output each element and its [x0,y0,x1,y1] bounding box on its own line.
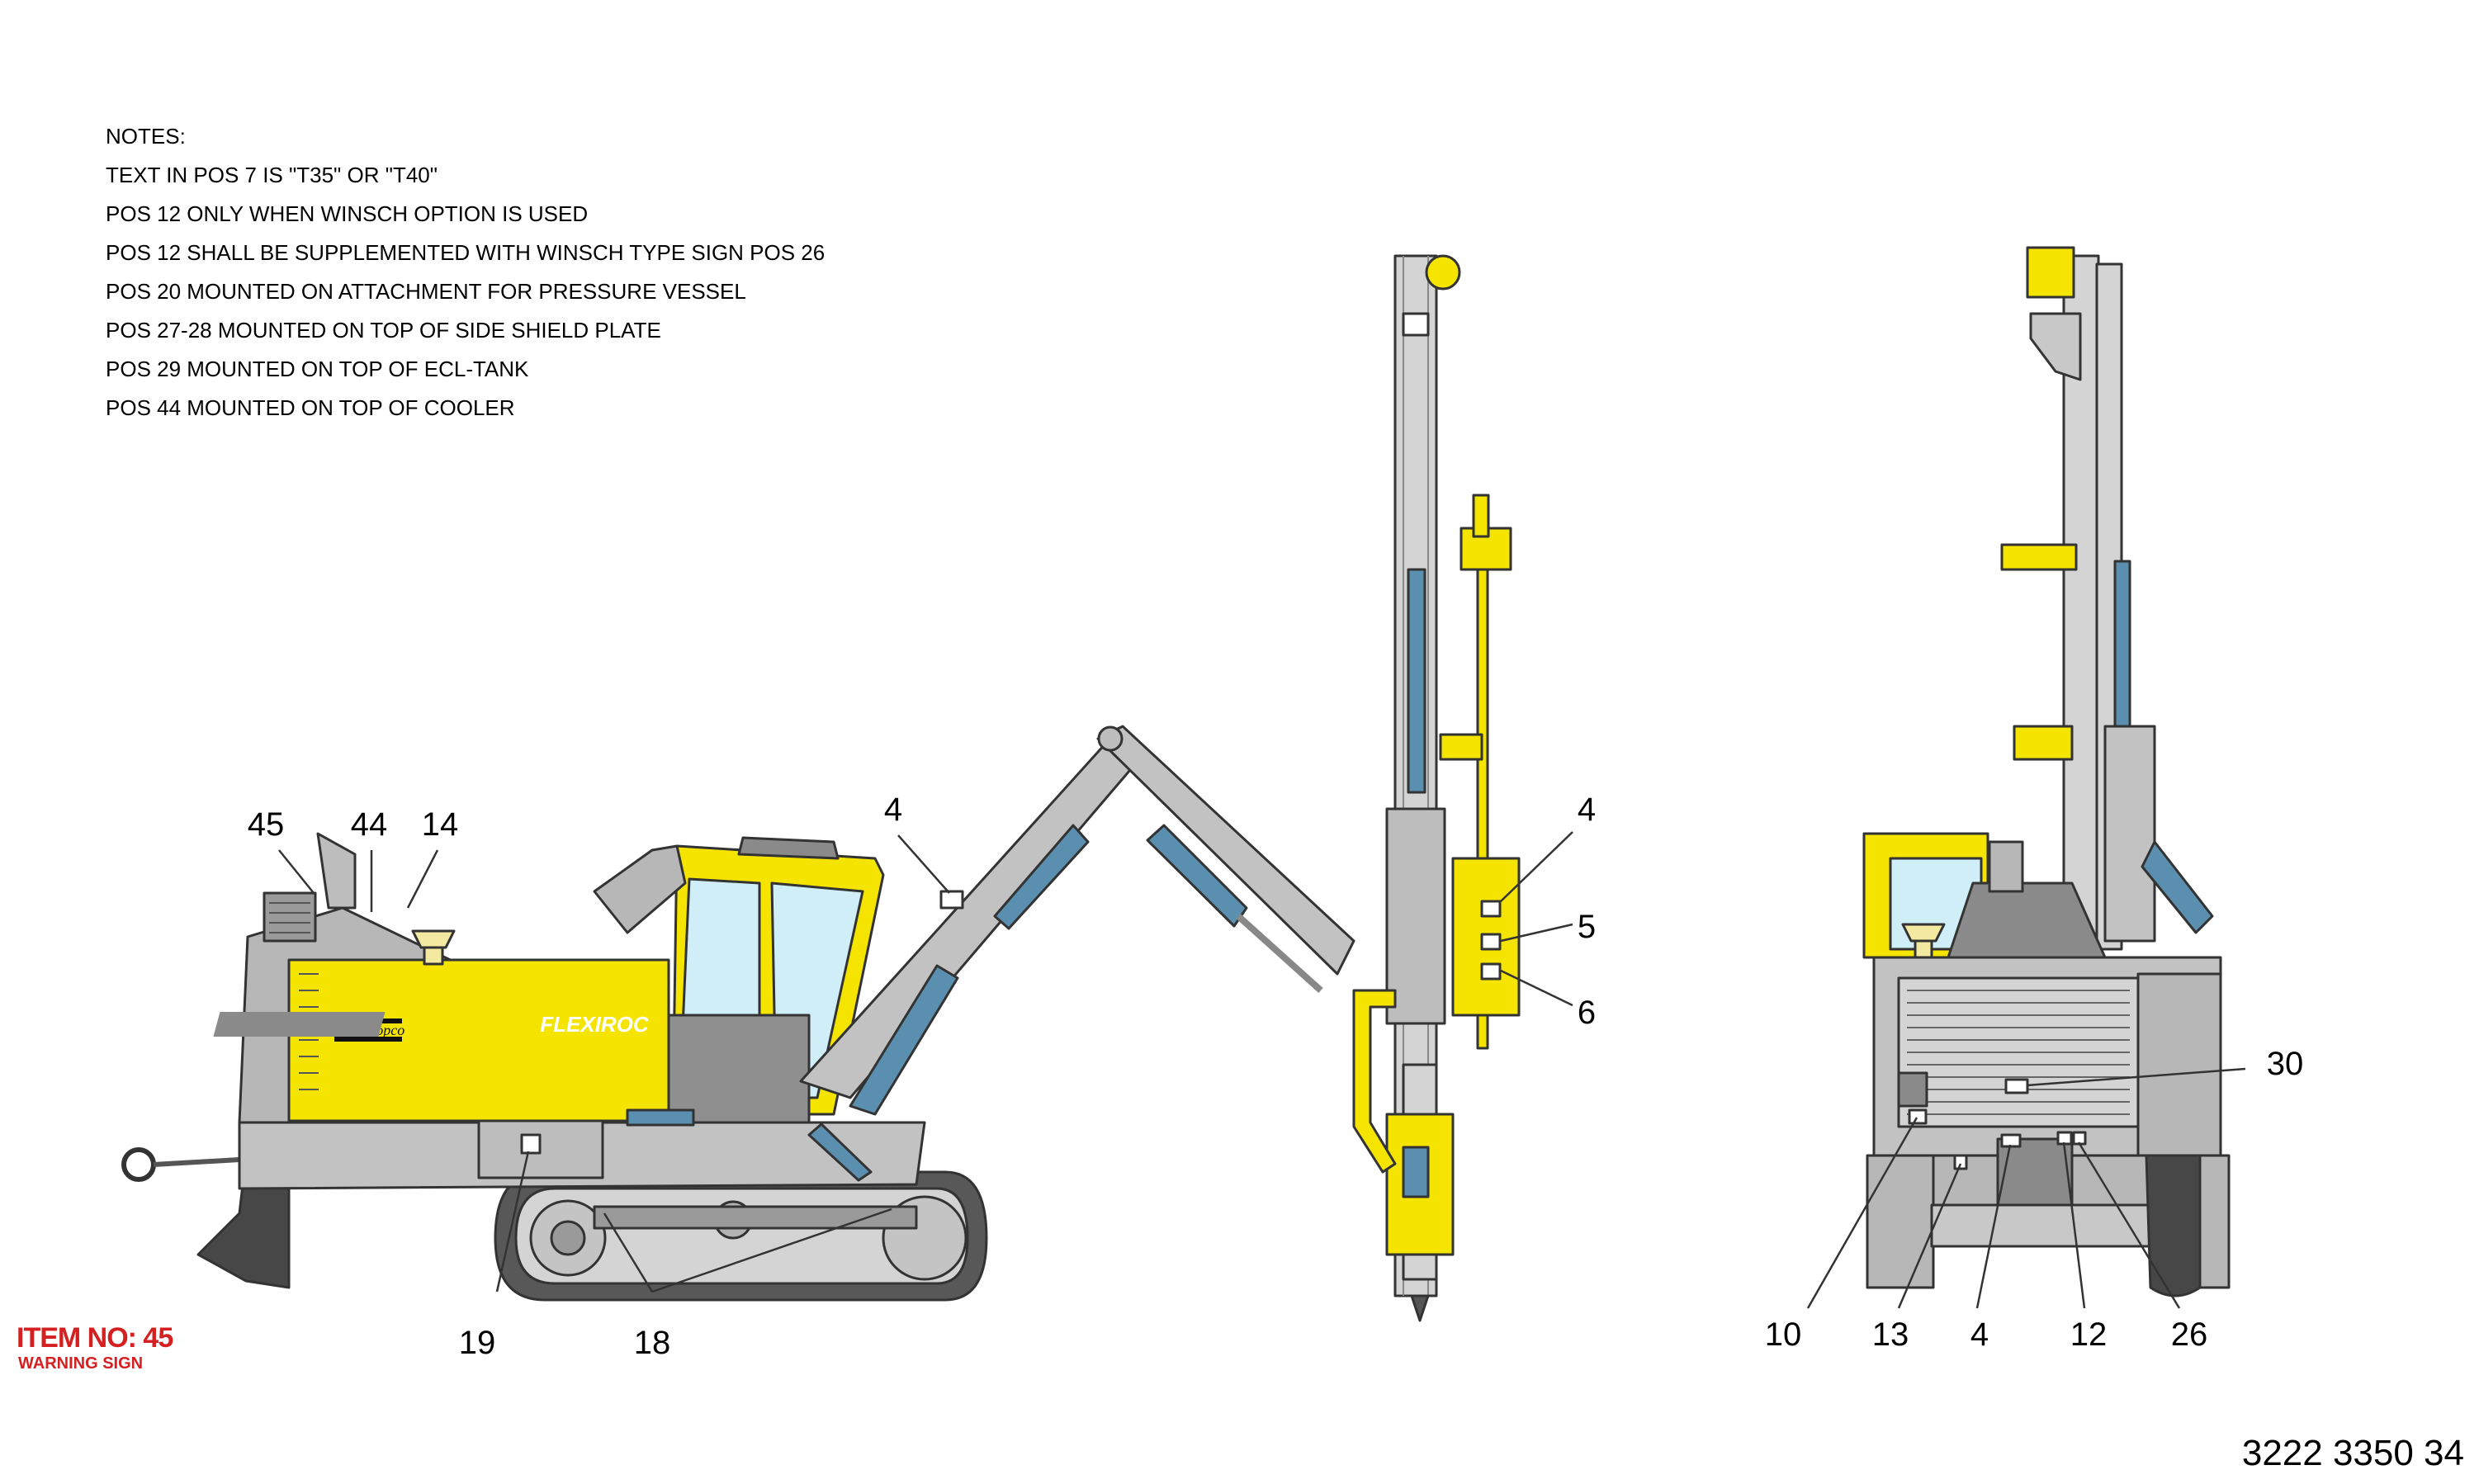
note-line: TEXT IN POS 7 IS "T35" OR "T40" [106,163,438,187]
boom-cylinder [993,824,1090,930]
item-description: WARNING SIGN [18,1354,144,1373]
callouts: 45 44 14 4 4 5 6 19 18 30 10 13 4 12 26 [248,792,2304,1361]
leader-lines [278,831,2246,1309]
note-line: POS 29 MOUNTED ON TOP OF ECL-TANK [106,357,529,381]
crawler-track [494,1170,988,1302]
filler-cap [411,929,456,949]
sign-30 [2004,1078,2029,1094]
sign-13 [1953,1154,1968,1170]
model-badge: FLEXIROC [540,1012,650,1037]
callout-14: 14 [422,806,459,843]
rear-flap [2145,1154,2202,1297]
sign-10 [1908,1108,1928,1125]
note-line: POS 27-28 MOUNTED ON TOP OF SIDE SHIELD … [106,318,661,343]
callout-19: 19 [459,1325,496,1361]
filler-cap [1901,923,1946,943]
note-line: POS 12 SHALL BE SUPPLEMENTED WITH WINSCH… [106,240,826,265]
feed-mast [1352,254,1521,1322]
side-view: Atlas Copco FLEXIROC [121,254,1521,1322]
callout-4-feed: 4 [1578,792,1596,828]
exhaust-stack [316,832,357,910]
sign-19 [520,1133,542,1155]
callout-30: 30 [2267,1046,2304,1082]
note-line: POS 20 MOUNTED ON ATTACHMENT FOR PRESSUR… [106,279,746,304]
callout-4-boom: 4 [884,792,902,828]
sign-4-boom [939,890,964,910]
callout-26: 26 [2171,1316,2208,1353]
callout-45: 45 [248,806,285,843]
boom-upper [1096,725,1355,976]
drawing-number: 3222 3350 34 [2241,1433,2464,1473]
callout-4-rear: 4 [1970,1316,1989,1353]
note-line: POS 44 MOUNTED ON TOP OF COOLER [106,395,515,420]
notes-heading: NOTES: [106,124,186,149]
notes-block: NOTES: TEXT IN POS 7 IS "T35" OR "T40" P… [106,117,825,428]
callout-18: 18 [634,1325,671,1361]
callout-13: 13 [1872,1316,1909,1353]
note-line: POS 12 ONLY WHEN WINSCH OPTION IS USED [106,201,589,226]
sign-5 [1480,933,1502,951]
rear-track-left [1866,1154,1935,1289]
feed-cylinder [1146,824,1248,928]
callout-44: 44 [351,806,388,843]
sign-6 [1480,962,1502,981]
item-number: ITEM NO: 45 [17,1322,173,1354]
callout-10: 10 [1765,1316,1802,1353]
callout-6: 6 [1578,995,1596,1031]
rear-view [1862,246,2231,1297]
sign-4-rear [2000,1133,2022,1148]
callout-5: 5 [1578,909,1596,945]
callout-12: 12 [2070,1316,2108,1353]
boom-cylinder [849,964,959,1116]
tow-eye [121,1147,156,1182]
sign-4-feed [1480,900,1502,918]
